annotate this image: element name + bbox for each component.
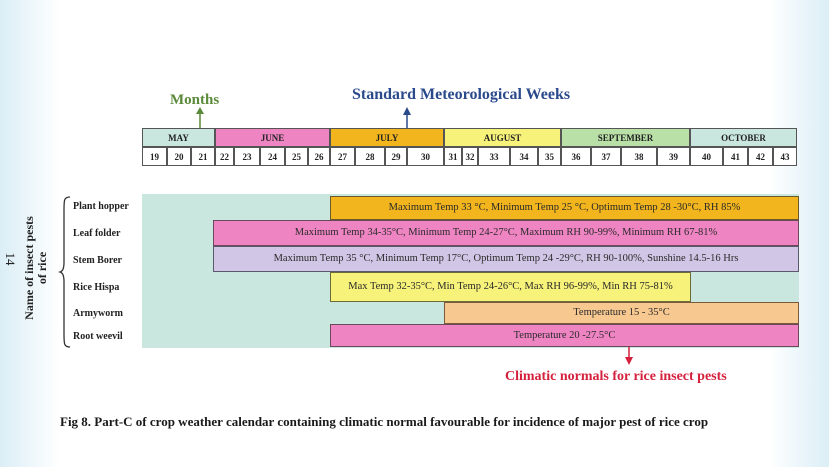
- bar-root-weevil: Temperature 20 -27.5°C: [330, 324, 799, 347]
- bar-armyworm: Temperature 15 - 35°C: [444, 302, 799, 324]
- week-cell: 38: [621, 147, 657, 166]
- week-cell: 34: [510, 147, 538, 166]
- months-label: Months: [170, 92, 220, 108]
- y-axis-title-line2: of rice: [35, 251, 49, 285]
- week-cell: 25: [285, 147, 308, 166]
- week-cell: 33: [478, 147, 510, 166]
- pest-name-armyworm: Armyworm: [73, 308, 123, 319]
- week-cell: 19: [142, 147, 167, 166]
- y-axis-title: Name of insect pests of rice: [20, 206, 52, 330]
- week-cell: 39: [657, 147, 690, 166]
- bar-rice-hispa: Max Temp 32-35°C, Min Temp 24-26°C, Max …: [330, 272, 691, 302]
- month-july: JULY: [330, 128, 444, 147]
- pest-name-root-weevil: Root weevil: [73, 331, 123, 342]
- week-cell: 35: [538, 147, 561, 166]
- bar-stem-borer: Maximum Temp 35 °C, Minimum Temp 17°C, O…: [213, 246, 799, 272]
- climatic-normals-label: Climatic normals for rice insect pests: [505, 369, 727, 384]
- month-august: AUGUST: [444, 128, 561, 147]
- smw-label: Standard Meteorological Weeks: [352, 86, 571, 103]
- week-cell: 31: [444, 147, 462, 166]
- figure-caption: Fig 8. Part-C of crop weather calendar c…: [60, 414, 709, 429]
- week-cell: 42: [748, 147, 773, 166]
- month-may: MAY: [142, 128, 215, 147]
- week-cell: 26: [308, 147, 330, 166]
- pest-name-plant-hopper: Plant hopper: [73, 201, 129, 212]
- month-october: OCTOBER: [690, 128, 797, 147]
- week-cell: 37: [591, 147, 621, 166]
- week-cell: 28: [355, 147, 385, 166]
- week-cell: 43: [773, 147, 797, 166]
- page-number: 14: [3, 252, 18, 266]
- week-cell: 27: [330, 147, 355, 166]
- week-cell: 22: [215, 147, 234, 166]
- week-cell: 36: [561, 147, 591, 166]
- pest-name-rice-hispa: Rice Hispa: [73, 282, 120, 293]
- bar-plant-hopper: Maximum Temp 33 °C, Minimum Temp 25 °C, …: [330, 196, 799, 220]
- week-cell: 32: [462, 147, 478, 166]
- week-cell: 30: [407, 147, 444, 166]
- pest-name-stem-borer: Stem Borer: [73, 255, 122, 266]
- month-june: JUNE: [215, 128, 330, 147]
- left-brace: [57, 196, 71, 348]
- week-cell: 21: [191, 147, 215, 166]
- week-cell: 40: [690, 147, 723, 166]
- week-cell: 23: [234, 147, 260, 166]
- bar-leaf-folder: Maximum Temp 34-35°C, Minimum Temp 24-27…: [213, 220, 799, 246]
- week-cell: 24: [260, 147, 285, 166]
- week-cell: 41: [723, 147, 748, 166]
- week-cell: 20: [167, 147, 191, 166]
- month-september: SEPTEMBER: [561, 128, 690, 147]
- week-cell: 29: [385, 147, 407, 166]
- pest-name-leaf-folder: Leaf folder: [73, 228, 121, 239]
